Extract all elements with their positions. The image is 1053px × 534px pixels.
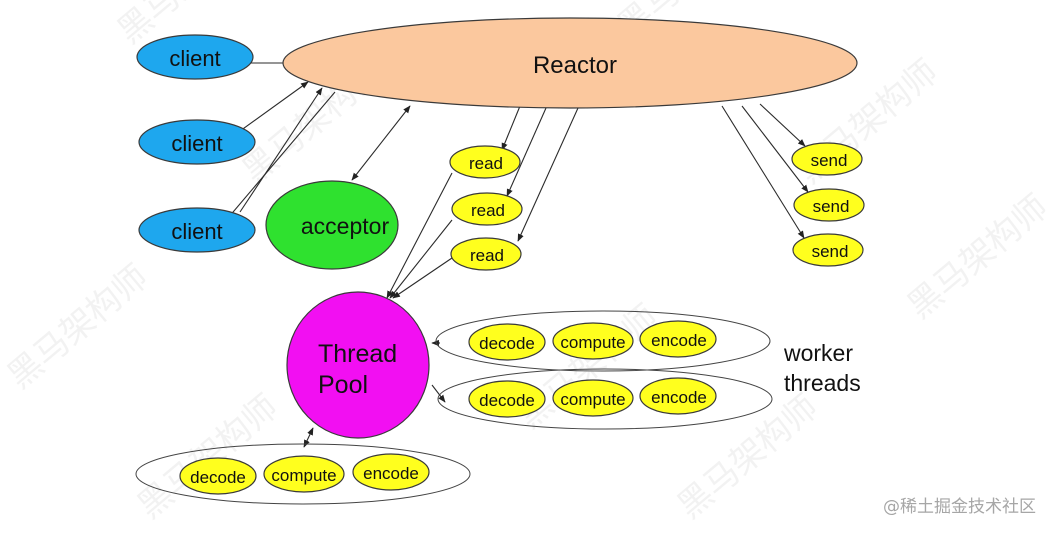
send-node [793,188,865,222]
send-label: send [813,197,850,216]
client-label: client [171,219,222,244]
watermark-text: 黑马架构师 [130,387,286,527]
worker-thread-outline [135,443,471,505]
client2-to-reactor-arrow [239,81,309,132]
worker-thread-row: decode compute encode [135,443,471,505]
encode-label: encode [651,331,707,350]
watermark-text: 黑马架构师 [0,257,156,397]
decode-label: decode [479,334,535,353]
compute-task [263,455,345,493]
send-label: send [811,151,848,170]
thread-pool-circle [286,291,430,439]
client-node [138,119,256,165]
read3-to-pool-arrow [392,257,453,299]
compute-task [552,379,634,417]
client-label: client [171,131,222,156]
read-label: read [470,246,504,265]
encode-task [352,453,430,491]
read-node [450,237,522,271]
worker-threads-caption: worker threads [783,340,861,396]
read1-to-pool-arrow [386,172,453,299]
worker-thread-outline [435,310,771,372]
pool-to-worker-row2-arrow [431,384,446,403]
read-node [449,145,521,179]
encode-task [639,320,717,358]
reactor-node: Reactor [282,17,858,109]
clients-group: client client client [136,34,256,253]
compute-label: compute [271,466,336,485]
worker-thread-row: decode compute encode [437,368,773,430]
acceptor-ellipse [265,180,399,270]
compute-label: compute [560,333,625,352]
send-events: send send send [791,142,865,267]
decode-task [179,457,257,495]
worker-thread-outline [437,368,773,430]
connectors [227,59,809,448]
send-node [792,233,864,267]
read-events: read read read [449,145,523,271]
client-node [138,207,256,253]
client3-to-reactor-line-2 [227,91,336,219]
reactor-to-read1-arrow [501,105,521,151]
thread-pool-node: Thread Pool [286,291,430,439]
decode-label: decode [479,391,535,410]
reactor-acceptor-arrow [351,105,411,181]
reactor-to-send2-arrow [741,105,809,193]
client-label: client [169,46,220,71]
read-label: read [471,201,505,220]
encode-task [639,377,717,415]
thread-pool-label-line2: Pool [318,371,368,399]
decode-label: decode [190,468,246,487]
thread-pool-label-line1: Thread [318,340,397,368]
client3-to-reactor-arrow [239,87,323,213]
worker-threads-line1: worker [783,340,853,366]
acceptor-label: acceptor [301,213,390,239]
watermark-text: 黑马架构师 [900,187,1053,327]
worker-thread-row: decode compute encode [435,310,771,372]
read-node [451,192,523,226]
reactor-to-send3-arrow [721,105,805,239]
reactor-ellipse [282,17,858,109]
read2-to-pool-arrow [389,219,453,299]
send-node [791,142,863,176]
decode-task [468,323,546,361]
acceptor-node: acceptor [265,180,399,270]
encode-label: encode [651,388,707,407]
send-label: send [812,242,849,261]
source-credit: @稀土掘金技术社区 [883,497,1036,517]
client-node [136,34,254,80]
reactor-label: Reactor [533,52,617,79]
compute-task [552,322,634,360]
compute-label: compute [560,390,625,409]
reactor-to-read3-arrow [517,107,579,242]
read-label: read [469,154,503,173]
reactor-to-send1-arrow [759,103,806,147]
reactor-to-read2-arrow [506,107,547,197]
worker-threads-line2: threads [784,370,861,396]
decode-task [468,380,546,418]
encode-label: encode [363,464,419,483]
